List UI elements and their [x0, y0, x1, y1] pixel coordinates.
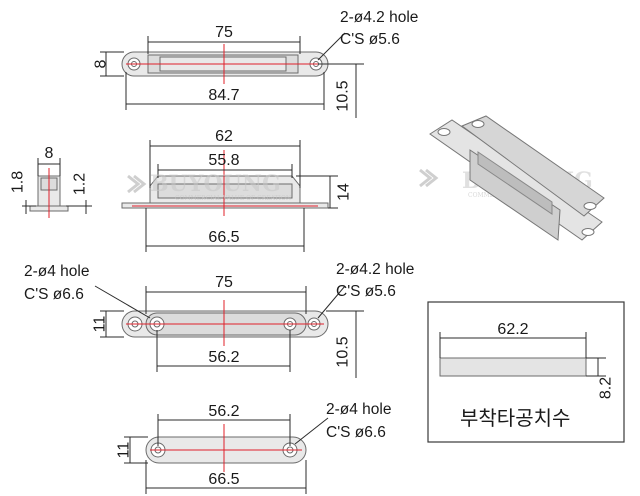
end-view-left-height-label: 1.8	[10, 171, 27, 193]
front-plate-height-label: 11	[92, 316, 109, 333]
top-view-height-label: 8	[93, 59, 110, 68]
front-plate-depth-label: 10.5	[335, 336, 352, 367]
bottom-plate-note-line2: C'S ø6.6	[326, 424, 386, 441]
mounting-box: 62.2 8.2 부착타공치수	[427, 301, 625, 443]
front-plate-right-note-line2: C'S ø5.6	[336, 283, 396, 300]
top-view-depth-label: 10.5	[335, 80, 352, 111]
watermark-chevron-icon	[127, 174, 147, 194]
front-plate-width-label: 75	[215, 274, 233, 291]
watermark-center: BUYOUNG COMMERCIAL VALUE OF CREATION	[127, 171, 291, 202]
end-view-width-label: 8	[45, 145, 54, 162]
top-view-width-label: 75	[215, 24, 233, 41]
iso-top-plate	[460, 115, 605, 217]
bottom-plate-hole-spacing-label: 56.2	[208, 403, 239, 420]
watermark-tagline: COMMERCIAL VALUE OF CREATION	[175, 195, 291, 202]
iso-hole-3	[583, 202, 597, 210]
mounting-box-height-label: 8.2	[598, 377, 615, 399]
mounting-box-frame	[427, 301, 625, 443]
front-plate-right-note-line1: 2-ø4.2 hole	[336, 261, 414, 278]
watermark-right-chevron-icon	[419, 168, 439, 188]
side-view-top-width-label: 62	[215, 128, 233, 145]
front-plate-left-note-line1: 2-ø4 hole	[24, 263, 89, 280]
side-view-inner-width-label: 55.8	[208, 152, 239, 169]
bottom-plate: 56.2 66.5 11 2-ø4 hole C'S ø6.6	[116, 401, 391, 494]
watermark-brand: BUYOUNG	[150, 171, 281, 197]
end-view: 8 1.8 1.2	[10, 145, 92, 218]
top-view-hole-spacing-label: 84.7	[208, 87, 239, 104]
mounting-box-width-label: 62.2	[497, 321, 528, 338]
iso-view	[429, 115, 605, 241]
mounting-cutout	[439, 357, 587, 377]
side-view-base-width-label: 66.5	[208, 229, 239, 246]
iso-hole-1	[437, 128, 451, 136]
mounting-box-label: 부착타공치수	[460, 406, 570, 430]
iso-hole-2	[471, 120, 485, 128]
front-plate-left-note-line2: C'S ø6.6	[24, 286, 84, 303]
iso-hole-4	[581, 228, 595, 236]
side-view: 62 55.8 66.5 14	[121, 128, 353, 252]
front-plate-hole-spacing-label: 56.2	[208, 349, 239, 366]
bottom-plate-note-line1: 2-ø4 hole	[326, 401, 391, 418]
bottom-plate-width-label: 66.5	[208, 471, 239, 488]
bottom-plate-height-label: 11	[116, 442, 133, 459]
end-view-right-height-label: 1.2	[72, 173, 89, 195]
top-view: 75 84.7 8 10.5 2-ø4.2 hole C'S ø5.6	[93, 9, 418, 118]
top-view-hole-note-line2: C'S ø5.6	[340, 31, 400, 48]
side-view-height-label: 14	[336, 183, 353, 201]
front-plate: 75 56.2 11 10.5 2-ø4 hole C'S ø6.6 2-ø4.…	[24, 261, 414, 378]
top-view-hole-note-line1: 2-ø4.2 hole	[340, 9, 418, 26]
